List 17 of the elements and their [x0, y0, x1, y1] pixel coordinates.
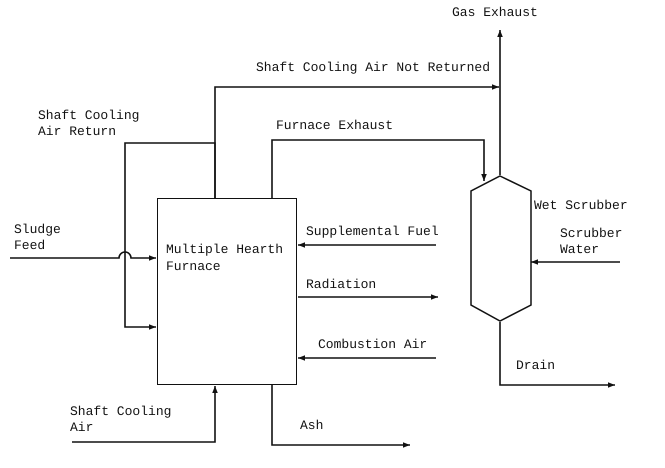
- arrow: [531, 259, 620, 265]
- arrow: [298, 242, 436, 248]
- arrow: [497, 30, 503, 175]
- edge-label: Supplemental Fuel: [306, 224, 439, 240]
- arrow: [298, 355, 436, 361]
- arrow: [271, 139, 487, 198]
- arrow: [72, 386, 218, 443]
- arrow: [499, 322, 615, 388]
- arrow: [298, 294, 438, 300]
- arrow: [124, 142, 216, 330]
- node-label: Multiple Hearth Furnace: [166, 241, 284, 275]
- arrow: [214, 84, 499, 198]
- edge-label: Shaft Cooling Air Not Returned: [256, 60, 490, 76]
- arrow: [10, 251, 156, 261]
- furnace-box: [157, 198, 297, 385]
- arrow: [271, 385, 410, 448]
- node-label: Wet Scrubber: [534, 197, 629, 214]
